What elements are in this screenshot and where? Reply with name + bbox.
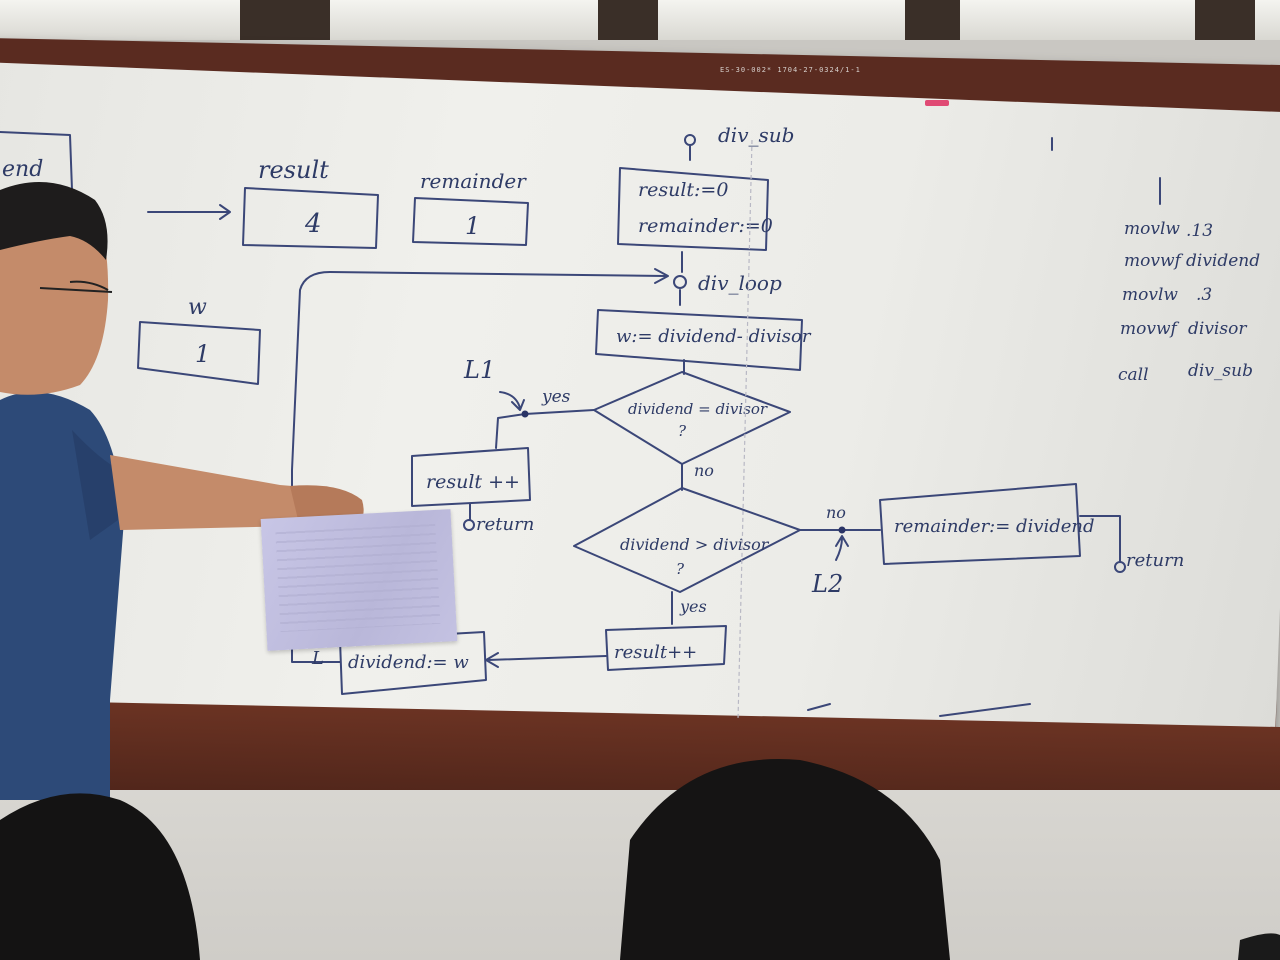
assign-w-text: w:= dividend- divisor	[616, 326, 812, 347]
window-mullion	[905, 0, 960, 40]
small-mark: L	[311, 648, 324, 669]
decision-2-text: dividend > divisor	[620, 535, 770, 554]
label-l1: L1	[463, 356, 495, 384]
code-arg-2: dividend	[1186, 251, 1260, 271]
remainder-assign-box	[879, 483, 1081, 565]
window-mullion	[1195, 0, 1255, 40]
code-op-1: movlw	[1124, 219, 1180, 239]
window-mullion	[240, 0, 330, 40]
code-arg-3: .3	[1196, 285, 1212, 305]
result-inc-left-text: result ++	[426, 471, 520, 493]
remainder-assign-text: remainder:= dividend	[894, 516, 1095, 537]
student-head-left	[0, 793, 200, 960]
result-inc-left-box	[411, 447, 531, 507]
arrow-to-dividend	[485, 652, 607, 668]
paper-print	[275, 523, 441, 633]
student-head-center	[620, 759, 950, 960]
board-divider	[737, 139, 753, 721]
yes-label-2: yes	[679, 597, 707, 616]
code-op-2: movwf	[1124, 251, 1184, 271]
code-arg-1: .13	[1186, 221, 1213, 241]
no-label-1: no	[694, 461, 714, 480]
board-sticker: ES-30-002* 1704-27-0324/1-1	[720, 66, 861, 74]
entry-node	[684, 134, 696, 146]
w-box	[137, 321, 261, 385]
w-label: w	[188, 295, 207, 320]
code-op-3: movlw	[1122, 285, 1178, 305]
window-mullion	[598, 0, 658, 40]
return-right-text: return	[1126, 550, 1184, 571]
code-op-5: call	[1118, 365, 1149, 385]
init-line-2: remainder:=0	[638, 215, 773, 237]
decision-2	[573, 487, 801, 593]
decision-1-q: ?	[678, 422, 687, 440]
assign-w-box	[595, 309, 803, 371]
held-paper	[260, 509, 458, 651]
decision-1-text: dividend = divisor	[628, 400, 768, 418]
remainder-value: 1	[465, 212, 480, 240]
presenter-hair	[0, 182, 108, 260]
dividend-assign-text: dividend:= w	[348, 652, 469, 673]
remainder-box	[412, 197, 529, 246]
result-box	[242, 187, 379, 249]
result-label: result	[258, 156, 329, 184]
entry-label: div_sub	[718, 123, 794, 147]
presenter	[0, 182, 364, 800]
loop-node	[673, 275, 687, 289]
code-block: movlw .13 movwf dividend movlw .3 movwf …	[1118, 219, 1260, 385]
init-line-1: result:=0	[638, 179, 728, 201]
init-box	[617, 167, 769, 251]
result-inc-bottom-text: result++	[614, 642, 697, 663]
code-op-4: movwf	[1120, 319, 1180, 339]
return-left-text: return	[476, 514, 534, 535]
w-value: 1	[195, 340, 210, 368]
student-head-right	[1238, 933, 1280, 960]
yes-label-1: yes	[541, 387, 571, 407]
no-label-2: no	[826, 503, 846, 522]
yes-branch-1	[495, 409, 595, 449]
glasses-icon	[39, 280, 113, 293]
marker-cap	[925, 100, 949, 106]
return-left-node	[463, 519, 475, 531]
result-inc-bottom-box	[605, 625, 727, 671]
remainder-label: remainder	[420, 169, 527, 193]
code-arg-4: divisor	[1188, 319, 1247, 339]
loop-label: div_loop	[698, 271, 782, 295]
code-arg-5: div_sub	[1188, 361, 1253, 381]
result-value: 4	[304, 209, 322, 239]
return-right-node	[1114, 561, 1126, 573]
label-l2: L2	[811, 570, 843, 598]
left-edge-label: end	[2, 157, 43, 182]
presenter-shirt	[0, 392, 124, 800]
decision-1	[593, 371, 791, 465]
decision-2-q: ?	[676, 560, 685, 578]
loop-back-line	[291, 271, 666, 663]
l2-arrow	[835, 535, 849, 561]
result-arrow	[147, 204, 231, 220]
l1-arrow	[499, 391, 525, 411]
